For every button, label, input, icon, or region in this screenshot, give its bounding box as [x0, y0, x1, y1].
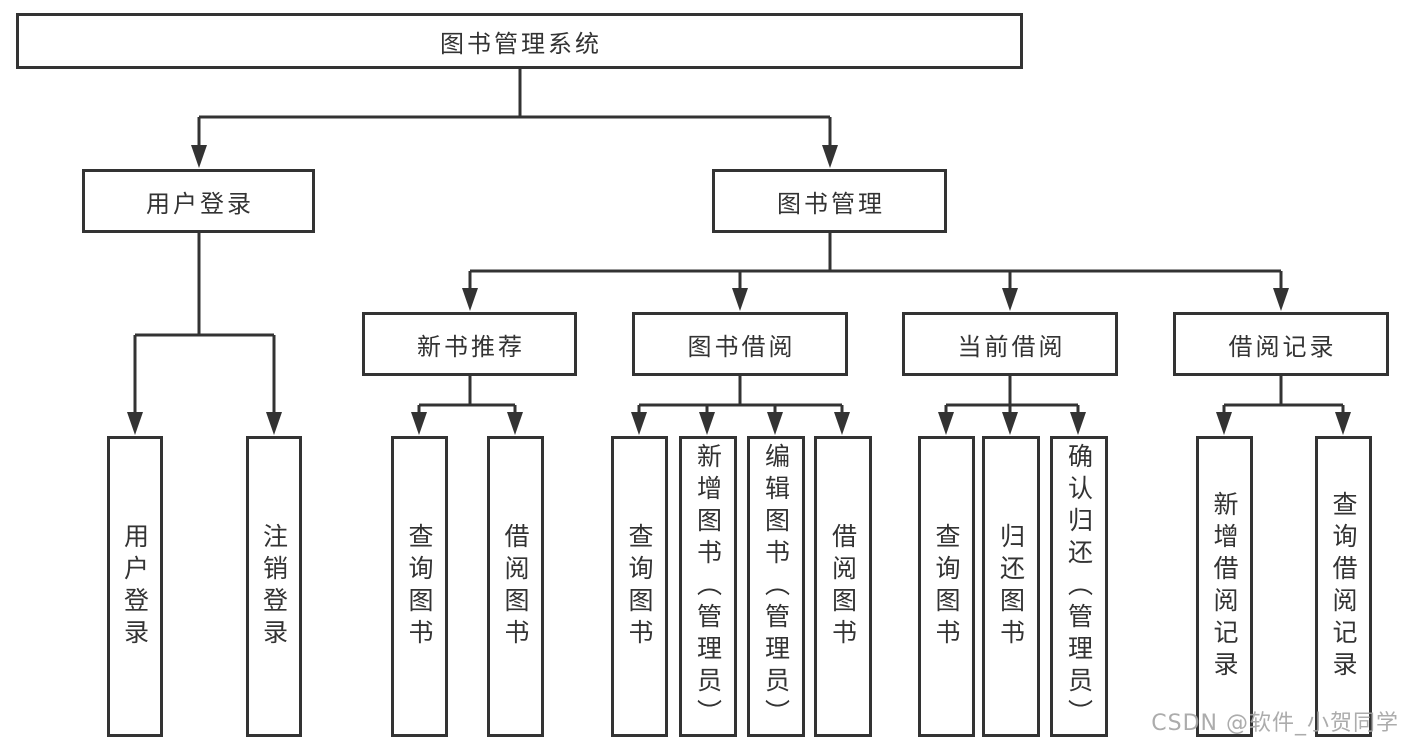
leaf-add-book-admin-label: 新增图书（管理员）: [693, 442, 723, 731]
leaf-edit-book-admin: 编辑图书（管理员）: [747, 436, 805, 737]
node-root-label: 图书管理系统: [440, 29, 602, 58]
leaf-user-login-label: 用户登录: [120, 522, 150, 651]
leaf-logout: 注销登录: [246, 436, 302, 737]
node-book-borrow: 图书借阅: [632, 312, 848, 376]
leaf-add-borrow-record-label: 新增借阅记录: [1210, 490, 1239, 683]
node-root: 图书管理系统: [16, 13, 1023, 69]
leaf-recommend-borrow-book-label: 借阅图书: [501, 522, 530, 651]
leaf-borrow-query-book: 查询图书: [611, 436, 668, 737]
node-new-book-recommend-label: 新书推荐: [417, 332, 525, 361]
node-borrow-record: 借阅记录: [1173, 312, 1389, 376]
leaf-recommend-query-book: 查询图书: [391, 436, 448, 737]
node-book-management: 图书管理: [712, 169, 947, 233]
leaf-return-book-label: 归还图书: [996, 522, 1026, 651]
leaf-logout-label: 注销登录: [259, 522, 289, 651]
node-book-borrow-label: 图书借阅: [687, 332, 796, 361]
node-current-borrow: 当前借阅: [902, 312, 1118, 376]
node-user-login: 用户登录: [82, 169, 315, 233]
leaf-return-book: 归还图书: [982, 436, 1040, 737]
leaf-recommend-query-book-label: 查询图书: [405, 522, 434, 651]
node-book-management-label: 图书管理: [777, 189, 885, 218]
leaf-confirm-return-admin: 确认归还（管理员）: [1050, 436, 1108, 737]
leaf-borrow-book: 借阅图书: [814, 436, 872, 737]
leaf-borrow-query-book-label: 查询图书: [625, 522, 654, 651]
arrowheads: [127, 145, 1351, 435]
node-current-borrow-label: 当前借阅: [957, 332, 1066, 361]
leaf-user-login: 用户登录: [107, 436, 163, 737]
node-user-login-label: 用户登录: [146, 189, 254, 218]
leaf-current-query-book-label: 查询图书: [932, 522, 961, 651]
leaf-current-query-book: 查询图书: [918, 436, 975, 737]
leaf-edit-book-admin-label: 编辑图书（管理员）: [761, 442, 791, 731]
leaf-add-book-admin: 新增图书（管理员）: [679, 436, 737, 737]
node-borrow-record-label: 借阅记录: [1228, 332, 1337, 361]
csdn-watermark: CSDN @软件_小贺同学: [1151, 711, 1399, 736]
node-new-book-recommend: 新书推荐: [362, 312, 577, 376]
leaf-recommend-borrow-book: 借阅图书: [487, 436, 544, 737]
leaf-add-borrow-record: 新增借阅记录: [1196, 436, 1253, 737]
leaf-confirm-return-admin-label: 确认归还（管理员）: [1064, 442, 1094, 731]
leaf-query-borrow-record-label: 查询借阅记录: [1329, 490, 1358, 683]
leaf-borrow-book-label: 借阅图书: [828, 522, 858, 651]
leaf-query-borrow-record: 查询借阅记录: [1315, 436, 1372, 737]
